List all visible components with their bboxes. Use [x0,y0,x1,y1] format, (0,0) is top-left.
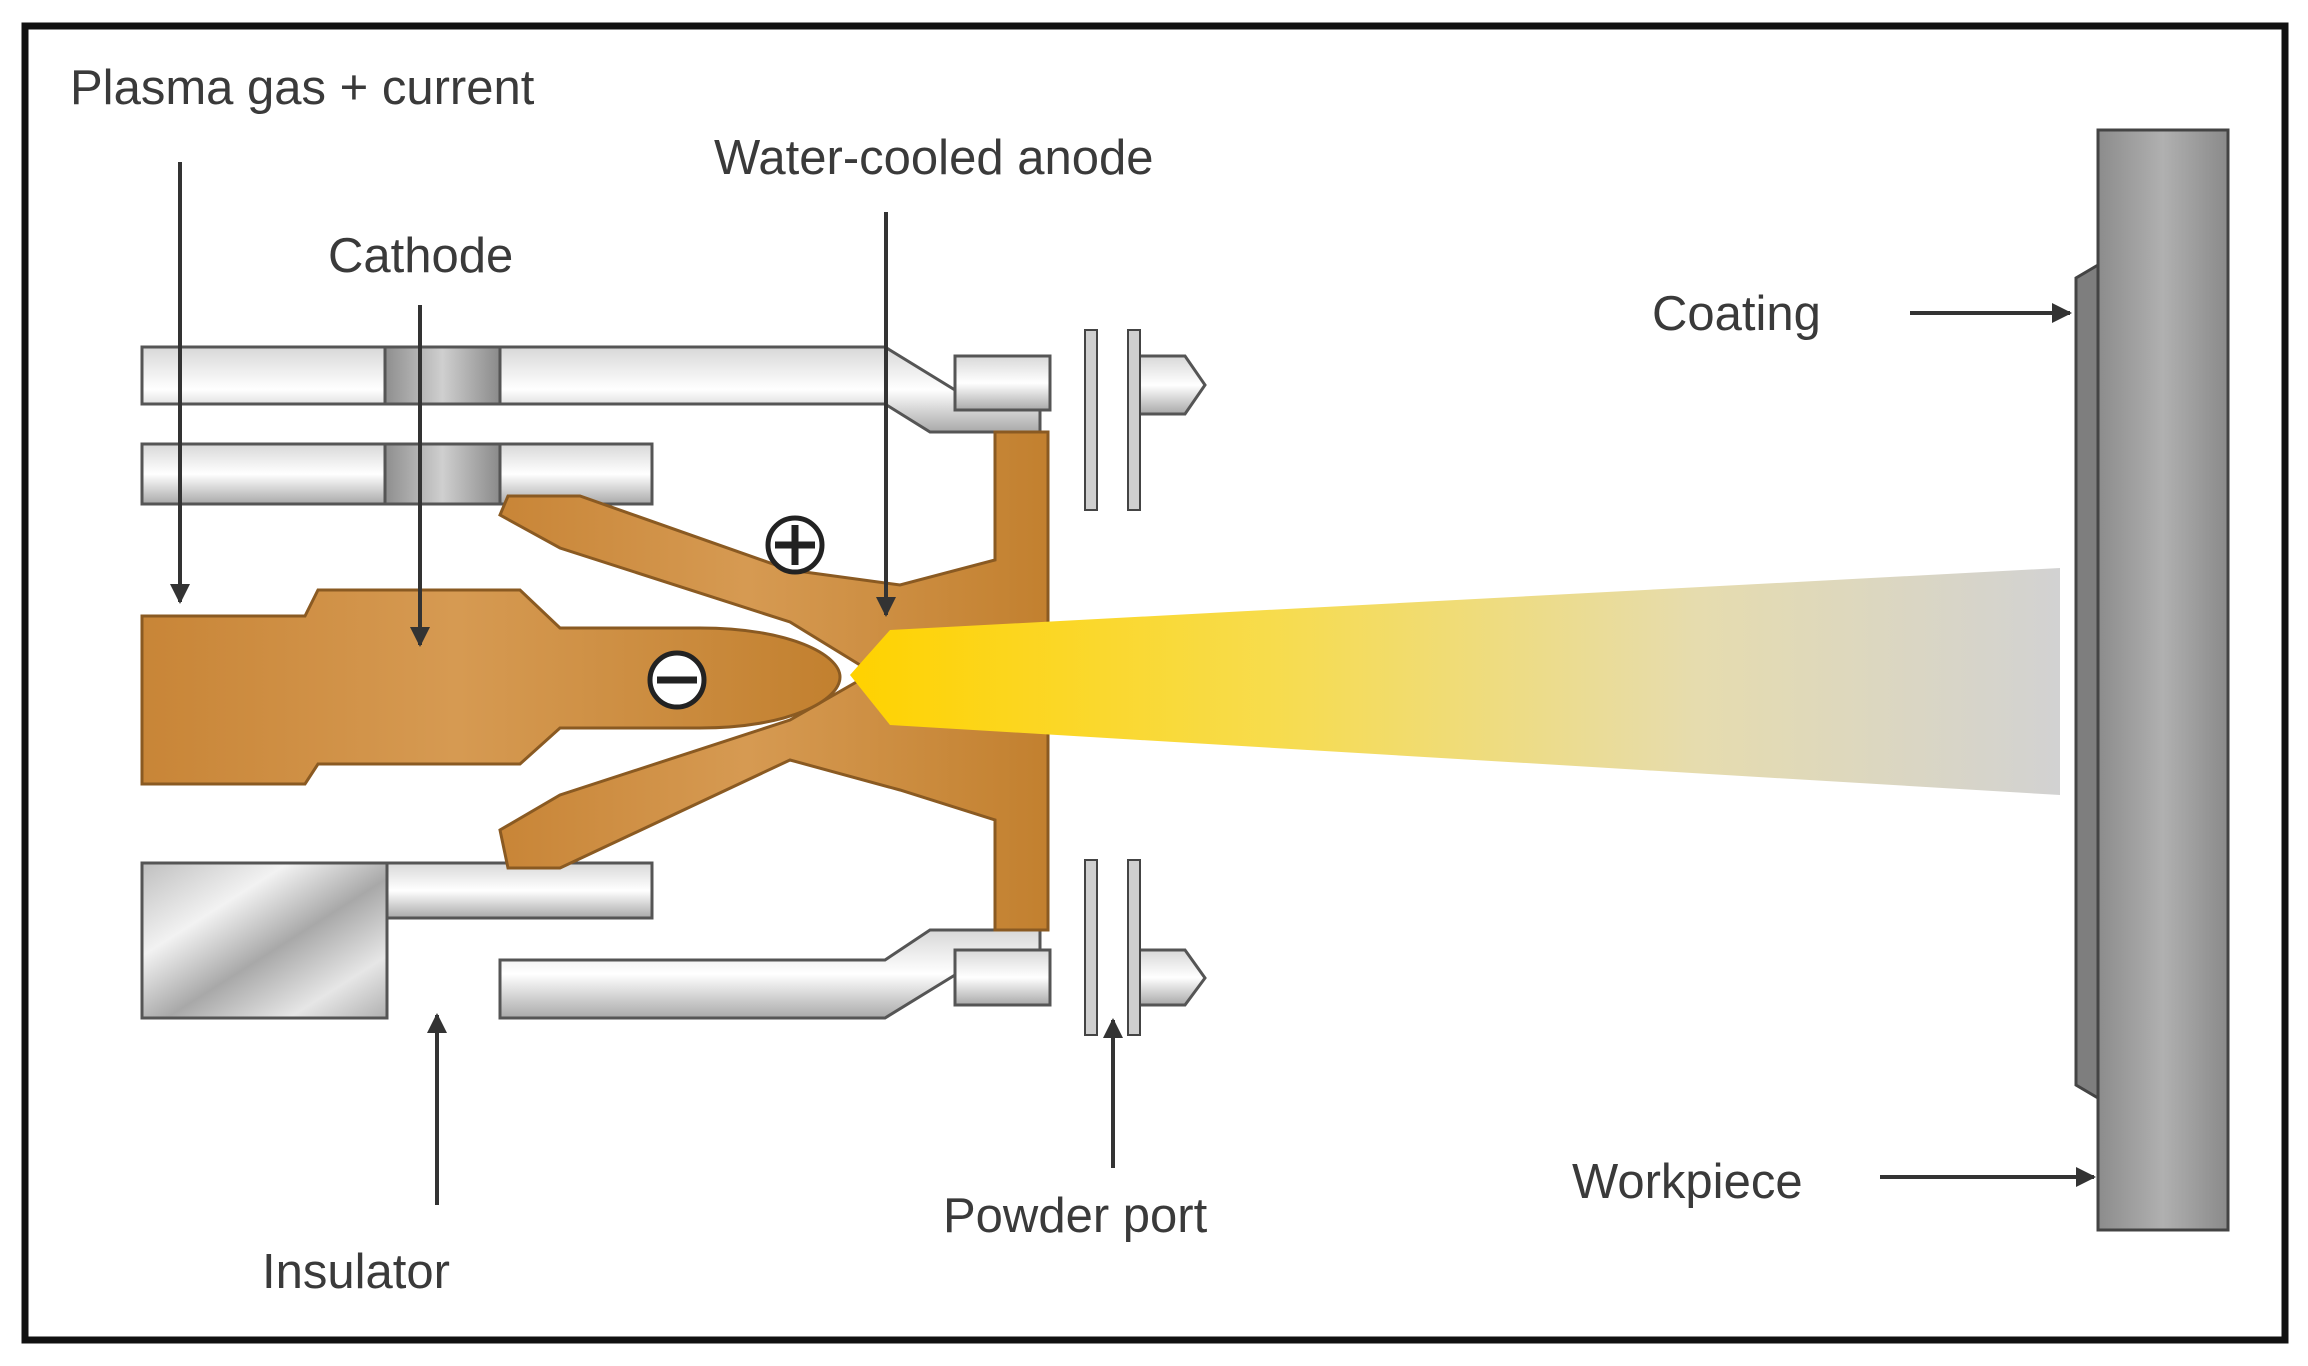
coating [2074,262,2100,1101]
powder-port-label: Powder port [943,1189,1208,1243]
lower-powder-port [953,859,1207,1036]
insulator-label: Insulator [262,1245,450,1299]
upper-inner-housing [140,442,654,506]
plasma-gas-label: Plasma gas + current [70,61,535,115]
upper-outer-housing [140,345,1042,434]
lower-outer-housing [140,861,1042,1020]
plasma-plume [850,568,2060,795]
workpiece-label: Workpiece [1572,1155,1803,1209]
cathode-label: Cathode [328,229,513,283]
positive-terminal [765,515,825,575]
coating-label: Coating [1652,287,1821,341]
negative-terminal [647,650,707,710]
upper-powder-port [953,329,1207,511]
anode-label: Water-cooled anode [714,131,1153,185]
workpiece [2096,128,2230,1232]
cathode [140,588,842,786]
